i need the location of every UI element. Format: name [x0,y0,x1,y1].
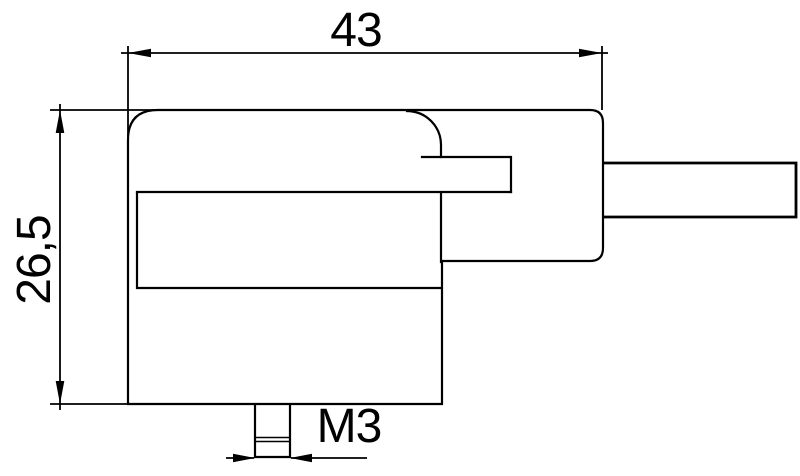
width-dimension-label: 43 [330,4,381,57]
height-arrowhead-top [55,110,65,133]
dimension-height-26-5: 26,5 [8,104,160,410]
gland-tab-outline [420,155,513,194]
width-arrowhead-left [128,48,151,58]
thread-arrowhead-right [290,453,312,463]
dimension-thread-m3: M3 [226,400,382,463]
height-dimension-label: 26,5 [8,215,61,304]
connector-body-outline [126,108,605,406]
dimension-width-43: 43 [121,4,608,156]
m3-stud-thread-relief [255,436,290,443]
thread-dimension-label: M3 [317,400,382,453]
width-arrowhead-right [579,48,602,58]
height-arrowhead-bottom [55,381,65,404]
inner-socket-outline [135,191,443,290]
m3-stud-outline [253,403,292,459]
inner-fillet-arc [405,109,443,159]
thread-arrowhead-left [233,453,255,463]
cable-outline [602,161,798,219]
